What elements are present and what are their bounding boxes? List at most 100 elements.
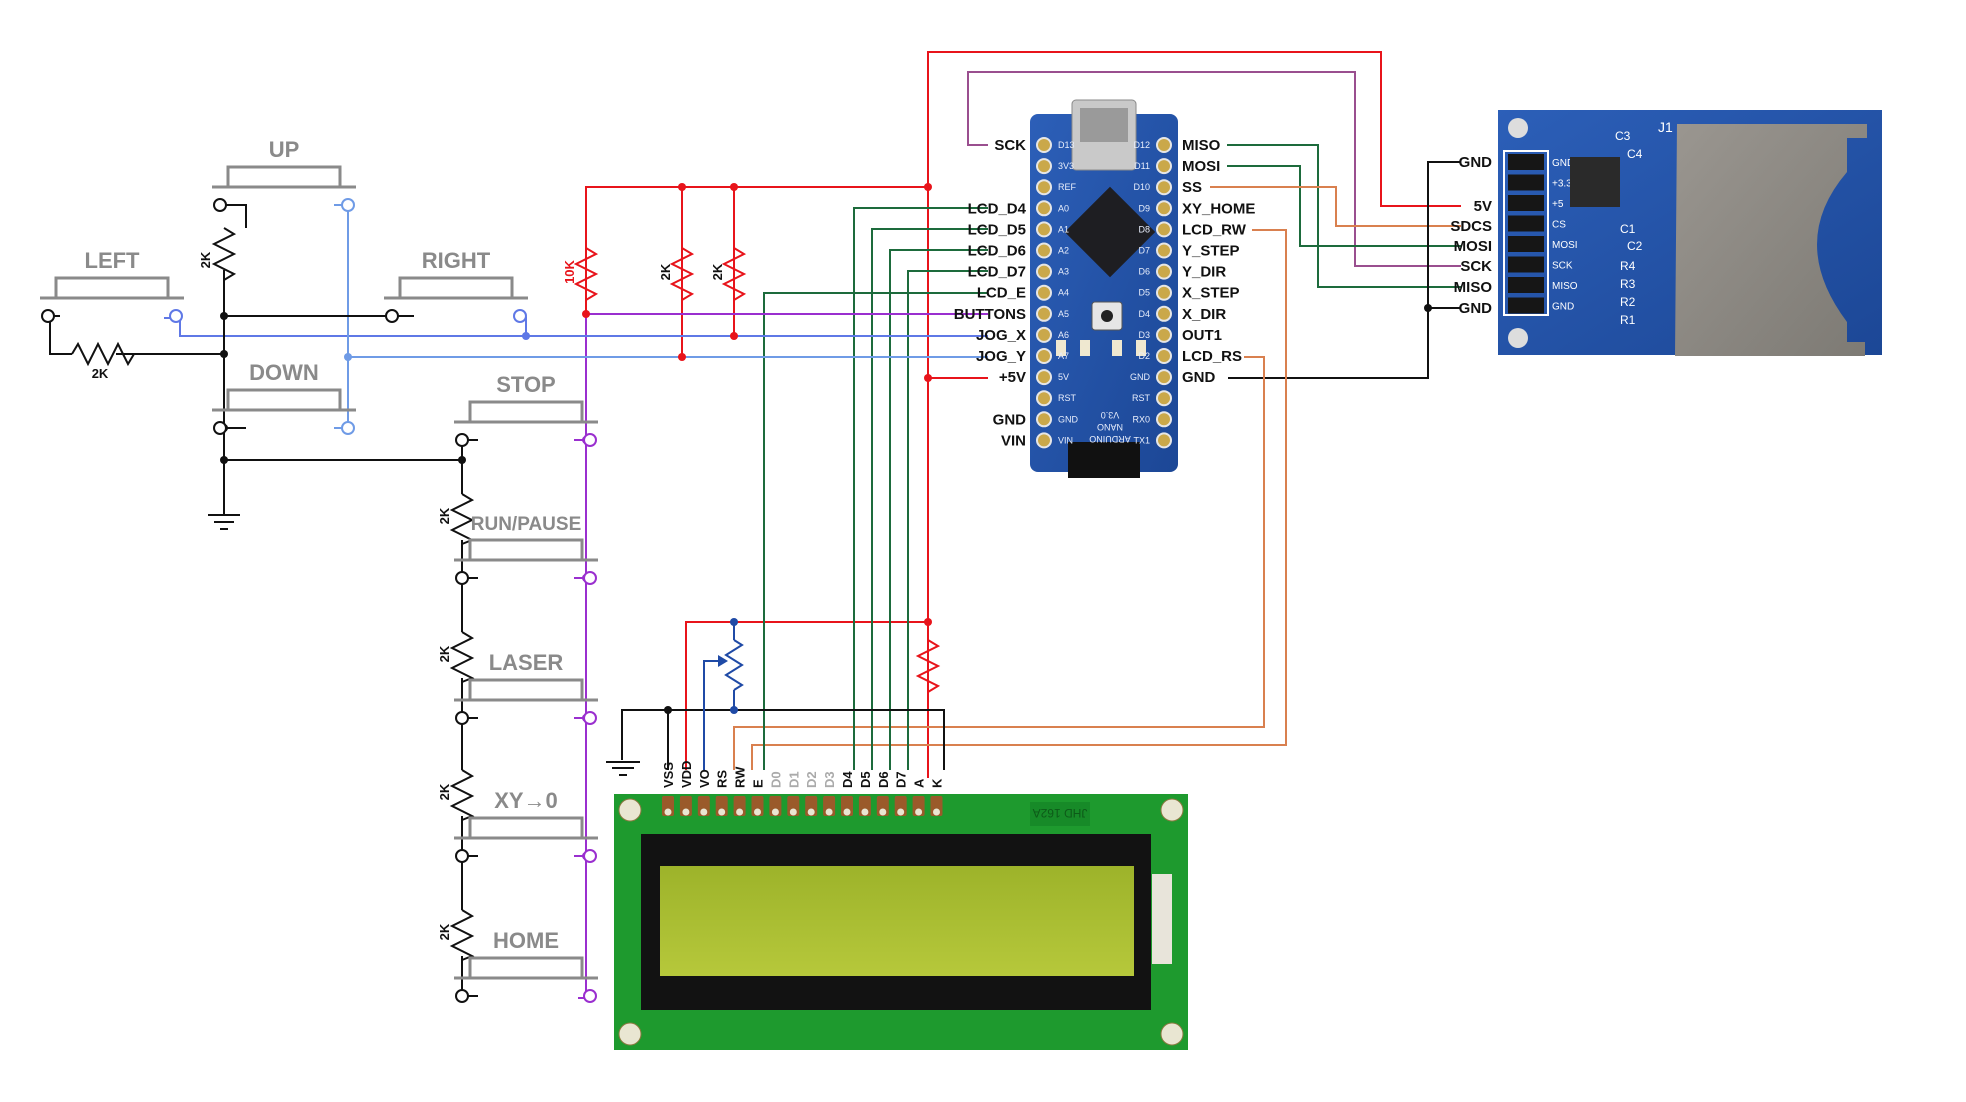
resistor-backlight (915, 639, 941, 693)
board-brand-text: ARDUINO (1089, 434, 1131, 444)
sd-j1-label: J1 (1658, 119, 1673, 135)
arduino-right-pin-label: XY_HOME (1182, 200, 1255, 217)
wire-lcd-e (763, 292, 988, 770)
label-pullup-10k: 10K (562, 259, 577, 283)
resistor-2k-jogy (669, 247, 695, 301)
button-laser[interactable]: LASER (454, 650, 598, 725)
silk-pin-label: D13 (1058, 140, 1075, 150)
switch-terminal-right (583, 849, 597, 863)
silk-pin-label: D11 (1134, 161, 1150, 171)
sd-silk-label: SCK (1552, 261, 1573, 272)
lcd-pin-hole (682, 808, 690, 816)
sd-mount-hole (1508, 118, 1528, 138)
button-left[interactable]: LEFT (40, 248, 184, 323)
label-pullup-jogy: 2K (658, 263, 673, 280)
wire-ss (1210, 186, 1461, 227)
button-up[interactable]: UP (212, 137, 356, 212)
lcd-pin-hole (843, 808, 851, 816)
button-xy-0[interactable]: XY→0 (454, 788, 598, 863)
lcd-pin-label: RW (733, 766, 748, 788)
header-pin (1508, 174, 1544, 191)
header-pin (1508, 236, 1544, 252)
lcd-pin-hole (879, 808, 887, 816)
arduino-left-pin-label: +5V (999, 369, 1026, 386)
silk-pin-label: D10 (1133, 182, 1150, 192)
silk-pin-label: REF (1058, 182, 1077, 192)
switch-terminal-right (583, 433, 597, 447)
sd-r1-label: R1 (1620, 313, 1636, 327)
button-down[interactable]: DOWN (212, 360, 356, 435)
silk-pin-label: D3 (1138, 330, 1150, 340)
label-resistor-up: 2K (198, 251, 213, 268)
lcd-pin-label: VSS (661, 762, 676, 788)
lcd-pin-hole (700, 808, 708, 816)
silk-pin-label: 5V (1058, 372, 1069, 382)
switch-terminal-left (455, 711, 469, 725)
wire-miso (1227, 144, 1461, 288)
sd-connector-label: SDCS (1450, 218, 1492, 235)
arduino-left-pin-label: JOG_Y (976, 348, 1026, 365)
lcd-pin-hole (718, 808, 726, 816)
silk-pin-label: D6 (1138, 267, 1150, 277)
lcd-pin-label: D5 (858, 771, 873, 788)
button-home[interactable]: HOME (454, 928, 598, 1003)
pushbutton-symbol (454, 400, 598, 424)
pin-header-hole (1156, 369, 1172, 386)
ground-symbol-jog (208, 514, 240, 530)
wire-jog-x (164, 317, 988, 337)
resistor-10k (573, 247, 599, 302)
sd-r4-label: R4 (1620, 259, 1636, 273)
silk-pin-label: A3 (1058, 267, 1069, 277)
button-stop[interactable]: STOP (454, 372, 598, 447)
lcd-pin-label: D7 (894, 771, 909, 788)
pushbutton-symbol (454, 678, 598, 702)
switch-terminal-left (455, 989, 469, 1003)
board-model-text: NANO (1097, 422, 1123, 432)
pin-header-hole (1156, 305, 1172, 322)
pin-header-hole (1036, 221, 1052, 238)
arduino-pcb (1030, 114, 1178, 472)
wire-lcd-d4 (853, 207, 988, 770)
header-pin (1508, 256, 1544, 273)
arduino-right-pin-label: Y_DIR (1182, 264, 1226, 281)
pin-header-hole (1156, 158, 1172, 175)
arduino-left-pin-label: LCD_D4 (968, 200, 1027, 217)
sd-r2-label: R2 (1620, 295, 1636, 309)
sd-connector-label: GND (1459, 154, 1493, 171)
sd-c3-label: C3 (1615, 129, 1631, 143)
silk-pin-label: RST (1058, 393, 1077, 403)
icsp-header (1068, 442, 1140, 478)
pin-header-hole (1036, 137, 1052, 153)
lcd-mount-hole (1160, 1022, 1184, 1046)
button-run-pause[interactable]: RUN/PAUSE (454, 514, 598, 585)
button-right[interactable]: RIGHT (384, 248, 528, 323)
switch-terminal-left (213, 421, 227, 435)
silk-pin-label: D8 (1138, 224, 1150, 234)
sd-silk-label: GND (1552, 158, 1574, 169)
silk-pin-label: A0 (1058, 203, 1069, 213)
pin-header-hole (1036, 305, 1052, 322)
pin-header-hole (1156, 242, 1172, 259)
pushbutton-symbol (40, 276, 184, 300)
silk-pin-label: GND (1058, 414, 1079, 424)
switch-terminal-right (341, 198, 355, 212)
pin-header-hole (1036, 158, 1052, 175)
sd-connector-label: GND (1459, 300, 1493, 317)
switch-terminal-right (583, 711, 597, 725)
jog-buttons: UP LEFT RIGHT DOWN (40, 137, 528, 435)
arduino-left-pin-label: LCD_D6 (968, 243, 1026, 260)
pin-header-hole (1036, 179, 1052, 196)
lcd-pin-hole (771, 808, 779, 816)
silk-pin-label: D9 (1138, 203, 1150, 213)
silk-pin-label: A6 (1058, 330, 1069, 340)
lcd-pin-label: D6 (876, 771, 891, 788)
arduino-right-pin-label: Y_STEP (1182, 243, 1240, 260)
lcd-model-text: JHD 162A (1033, 806, 1088, 820)
pushbutton-symbol (212, 165, 356, 189)
arduino-right-pin-label: GND (1182, 369, 1216, 386)
lcd-pin-label: RS (715, 770, 730, 788)
sd-silk-label: GND (1552, 302, 1574, 313)
sd-r3-label: R3 (1620, 277, 1636, 291)
